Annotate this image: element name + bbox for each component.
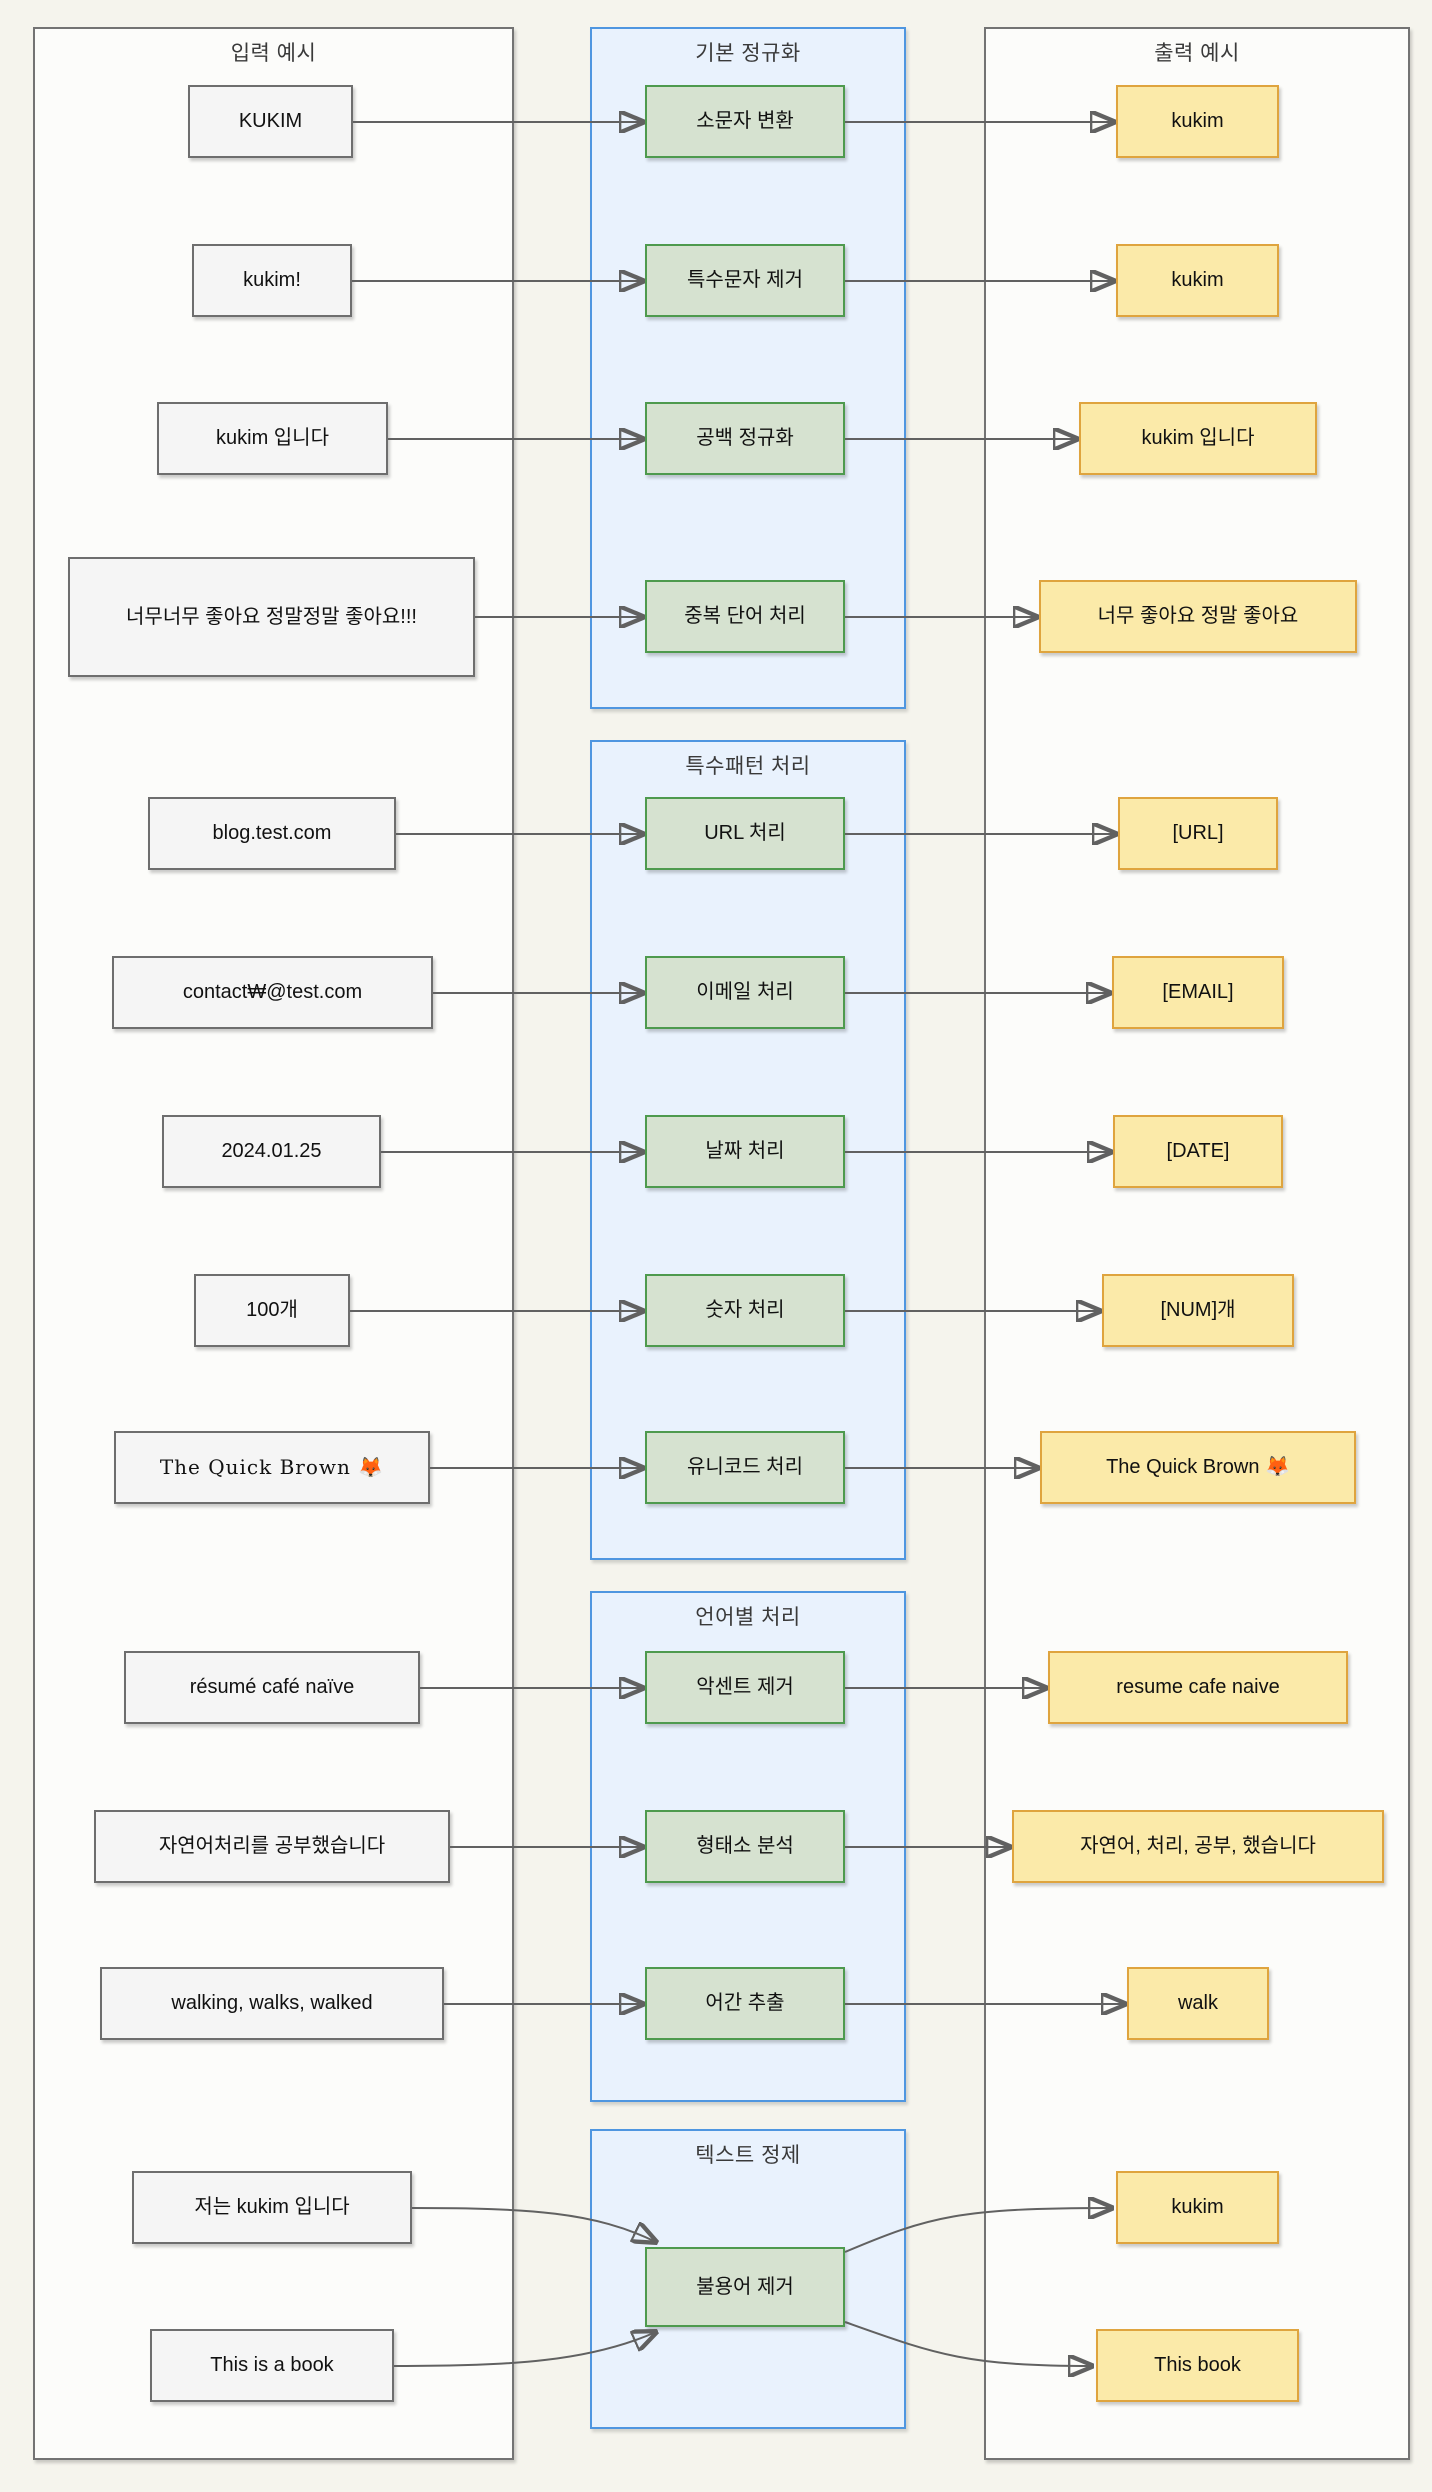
process-box: 어간 추출: [645, 1967, 845, 2040]
output-box: resume cafe naive: [1048, 1651, 1348, 1724]
output-box: [DATE]: [1113, 1115, 1283, 1188]
input-box: blog.test.com: [148, 797, 396, 870]
process-box: 악센트 제거: [645, 1651, 845, 1724]
process-box: URL 처리: [645, 797, 845, 870]
process-box: 숫자 처리: [645, 1274, 845, 1347]
input-box: KUKIM: [188, 85, 353, 158]
input-box: résumé café naïve: [124, 1651, 420, 1724]
input-box: 자연어처리를 공부했습니다: [94, 1810, 450, 1883]
output-box: kukim: [1116, 85, 1279, 158]
input-box: kukim 입니다: [157, 402, 388, 475]
output-box: [NUM]개: [1102, 1274, 1294, 1347]
group-title: 언어별 처리: [695, 1606, 801, 1629]
output-box: walk: [1127, 1967, 1269, 2040]
process-box: 형태소 분석: [645, 1810, 845, 1883]
input-box: This is a book: [150, 2329, 394, 2402]
process-box: 이메일 처리: [645, 956, 845, 1029]
output-box: 너무 좋아요 정말 좋아요: [1039, 580, 1357, 653]
input-column-panel: 입력 예시: [33, 27, 514, 2460]
input-column-title: 입력 예시: [230, 42, 317, 65]
input-box: 저는 kukim 입니다: [132, 2171, 412, 2244]
input-box-unicode-styled: The Quick Brown 🦊: [114, 1431, 430, 1504]
process-box: 유니코드 처리: [645, 1431, 845, 1504]
input-box: kukim!: [192, 244, 352, 317]
process-box: 특수문자 제거: [645, 244, 845, 317]
output-box: This book: [1096, 2329, 1299, 2402]
input-box: 100개: [194, 1274, 350, 1347]
output-box: kukim: [1116, 2171, 1279, 2244]
process-box-stopword-removal: 불용어 제거: [645, 2247, 845, 2327]
output-box: [EMAIL]: [1112, 956, 1284, 1029]
process-box: 중복 단어 처리: [645, 580, 845, 653]
group-title: 텍스트 정제: [695, 2144, 801, 2167]
process-box: 소문자 변환: [645, 85, 845, 158]
input-box: 너무너무 좋아요 정말정말 좋아요!!!: [68, 557, 475, 677]
output-box: The Quick Brown 🦊: [1040, 1431, 1356, 1504]
output-box: kukim: [1116, 244, 1279, 317]
output-box: kukim 입니다: [1079, 402, 1317, 475]
process-box: 공백 정규화: [645, 402, 845, 475]
group-title: 기본 정규화: [695, 42, 801, 65]
process-box: 날짜 처리: [645, 1115, 845, 1188]
input-box: 2024.01.25: [162, 1115, 381, 1188]
output-column-panel: 출력 예시: [984, 27, 1410, 2460]
group-title: 특수패턴 처리: [685, 755, 811, 778]
output-box: [URL]: [1118, 797, 1278, 870]
output-column-title: 출력 예시: [1154, 42, 1240, 65]
output-box: 자연어, 처리, 공부, 했습니다: [1012, 1810, 1384, 1883]
input-box: walking, walks, walked: [100, 1967, 444, 2040]
input-box: contact₩@test.com: [112, 956, 433, 1029]
